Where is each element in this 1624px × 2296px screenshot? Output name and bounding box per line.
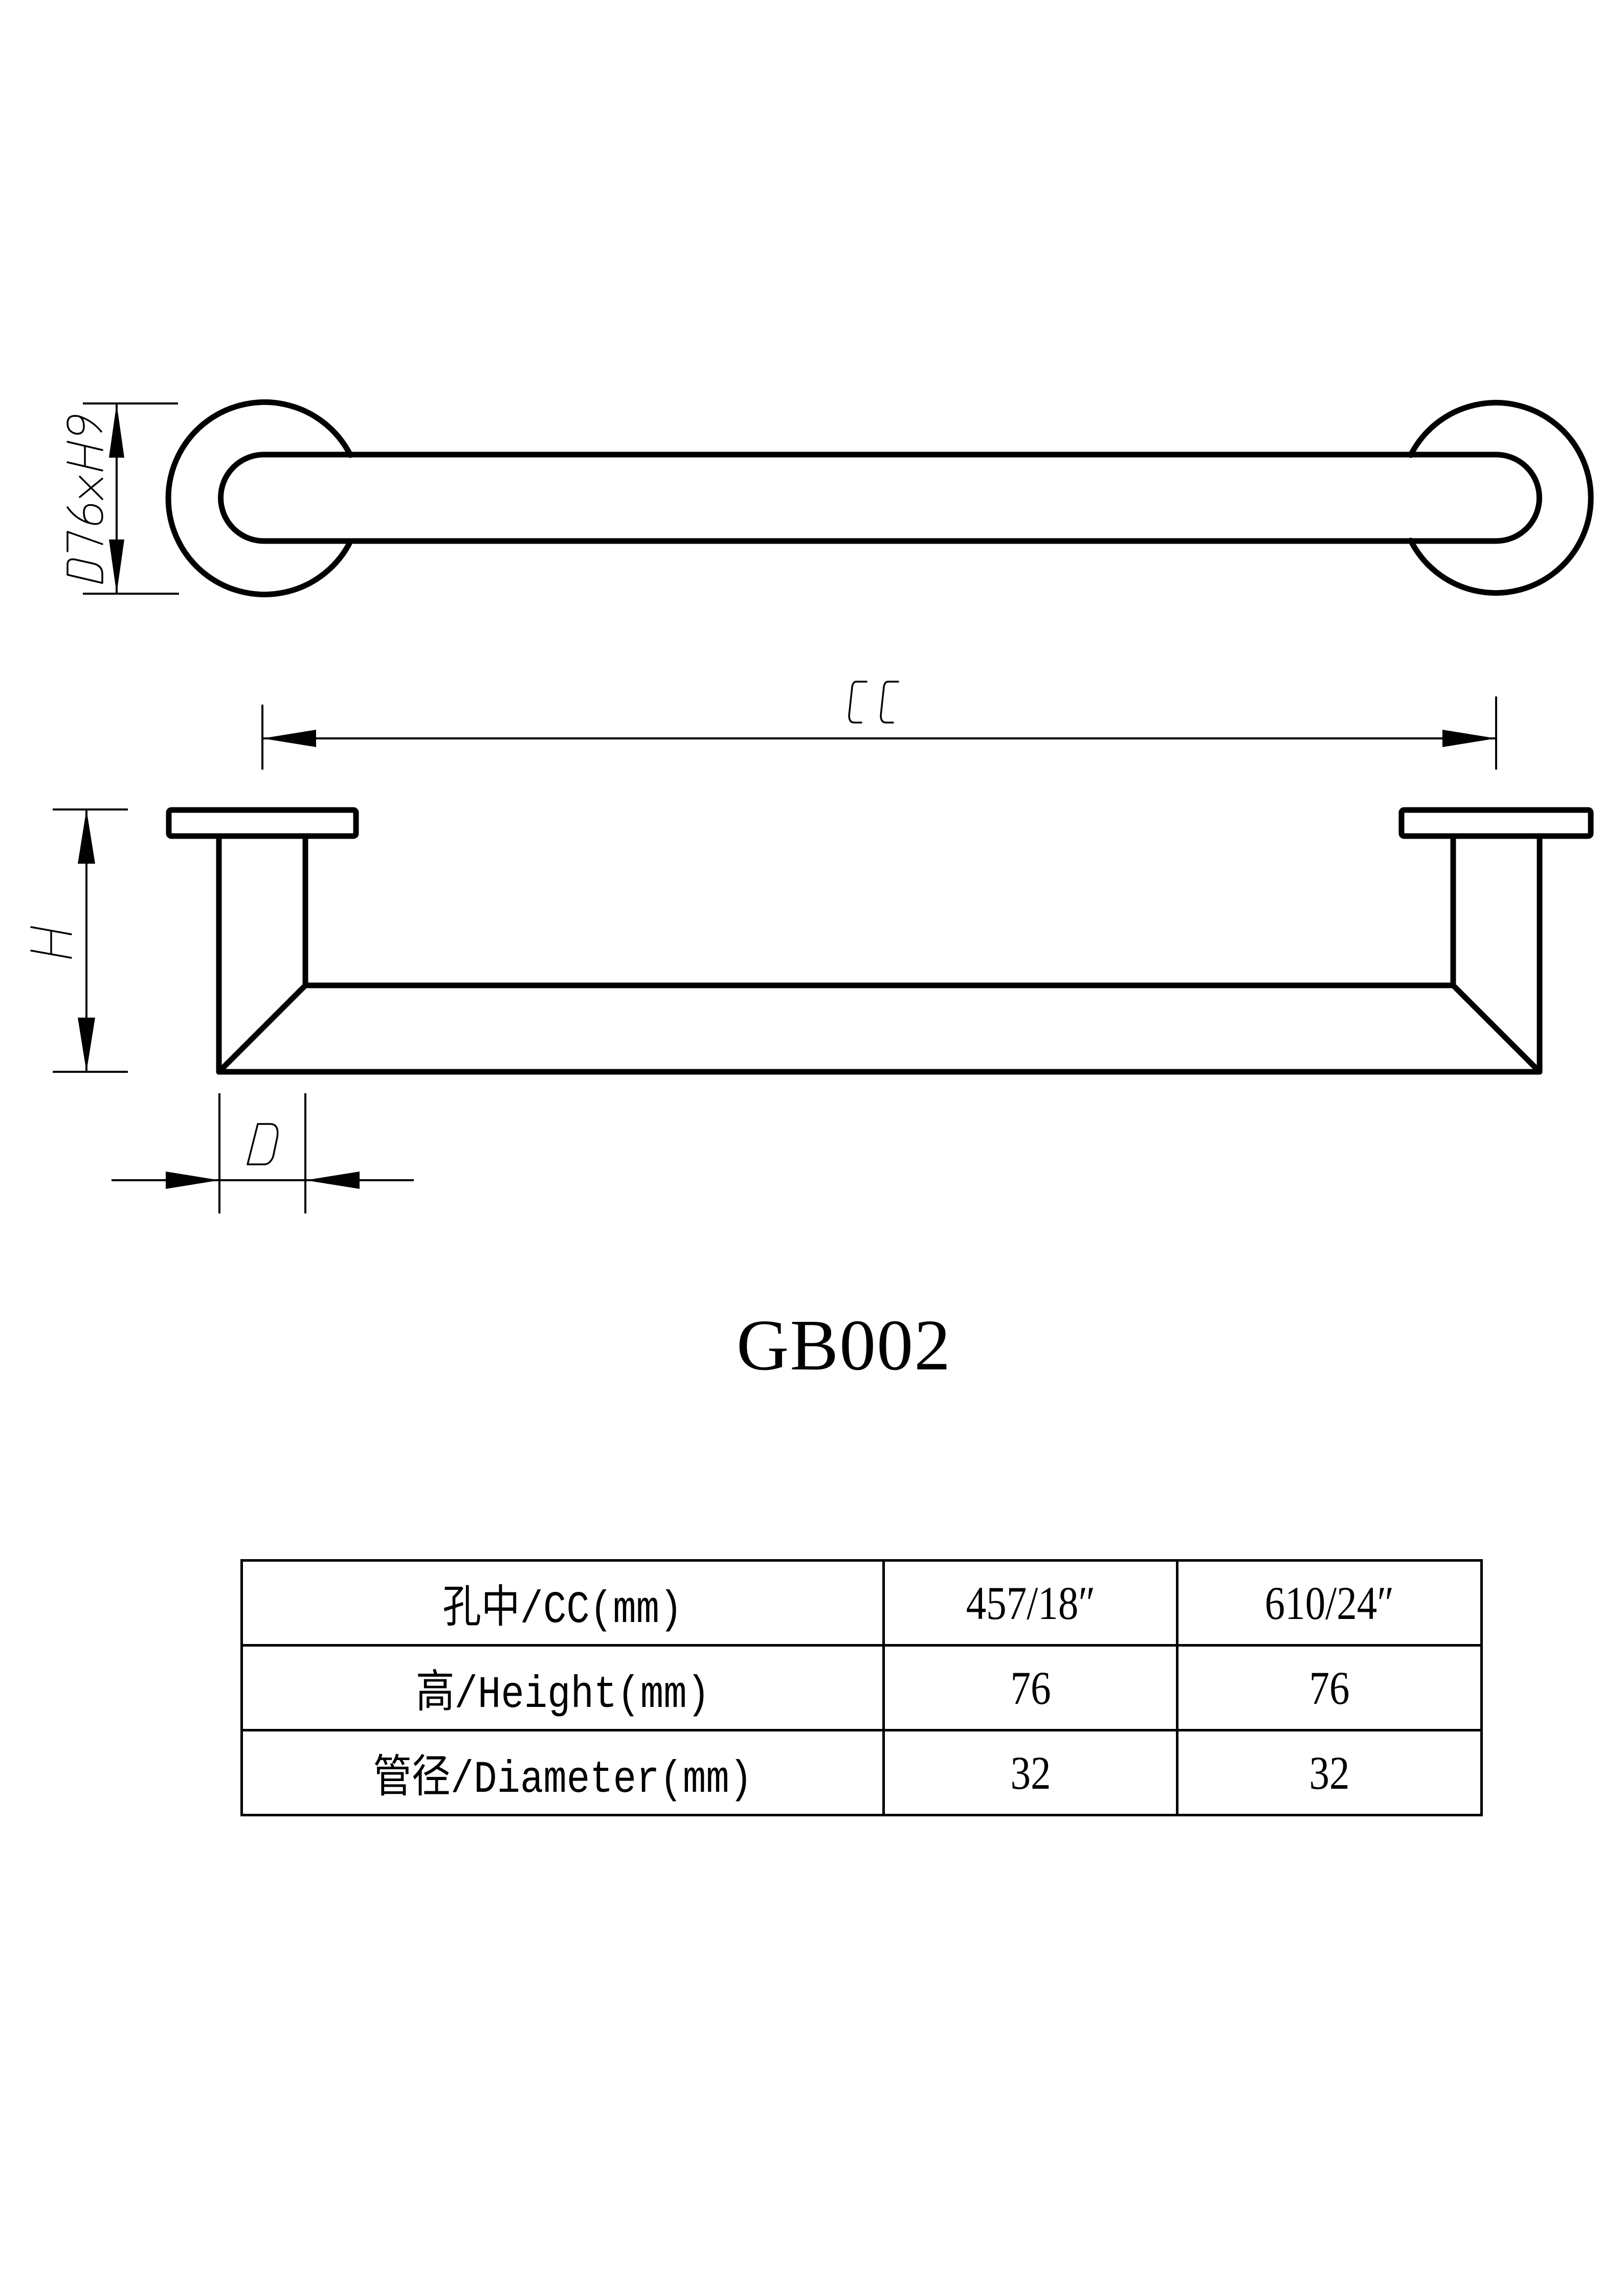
row-label: 管径/Diameter(mm) <box>240 1729 885 1816</box>
right-flange <box>1398 807 1594 839</box>
table-row-height: 高/Height(mm) 76 76 <box>240 1644 1483 1731</box>
cell-value-24in: 76 <box>1176 1644 1483 1731</box>
cell-value-18in: 76 <box>882 1644 1178 1731</box>
grab-bar-tube <box>218 452 1542 544</box>
row-label: 孔中/CC(mm) <box>240 1559 885 1647</box>
height-label <box>30 926 72 959</box>
cell-value-24in: 32 <box>1176 1729 1483 1816</box>
table-row-center-distance: 孔中/CC(mm) 457/18″ 610/24″ <box>240 1559 1483 1647</box>
left-flange <box>166 807 359 839</box>
left-rosette <box>165 399 353 597</box>
cell-value-18in: 457/18″ <box>882 1559 1178 1647</box>
top-view <box>66 399 1594 597</box>
height-dimension <box>30 808 128 1073</box>
cell-value-24in: 610/24″ <box>1176 1559 1483 1647</box>
row-label: 高/Height(mm) <box>240 1644 885 1731</box>
specification-table: 孔中/CC(mm) 457/18″ 610/24″ 高/Height(mm) 7… <box>240 1559 1483 1816</box>
right-rosette <box>1408 400 1594 596</box>
diameter-label <box>247 1123 279 1165</box>
cc-dimension <box>261 681 1497 770</box>
right-post <box>1450 833 1543 1075</box>
rosette-dimension-label <box>66 415 103 584</box>
cc-label <box>848 681 899 724</box>
table-row-diameter: 管径/Diameter(mm) 32 32 <box>240 1729 1483 1816</box>
side-view <box>30 681 1594 1213</box>
model-code: GB002 <box>736 1304 952 1385</box>
left-post <box>216 833 308 1075</box>
rosette-diameter-dimension <box>66 402 179 595</box>
side-bar <box>216 982 1543 1075</box>
grab-bar-technical-drawing <box>30 399 1594 1213</box>
cell-value-18in: 32 <box>882 1729 1178 1816</box>
diameter-dimension <box>112 1093 414 1213</box>
